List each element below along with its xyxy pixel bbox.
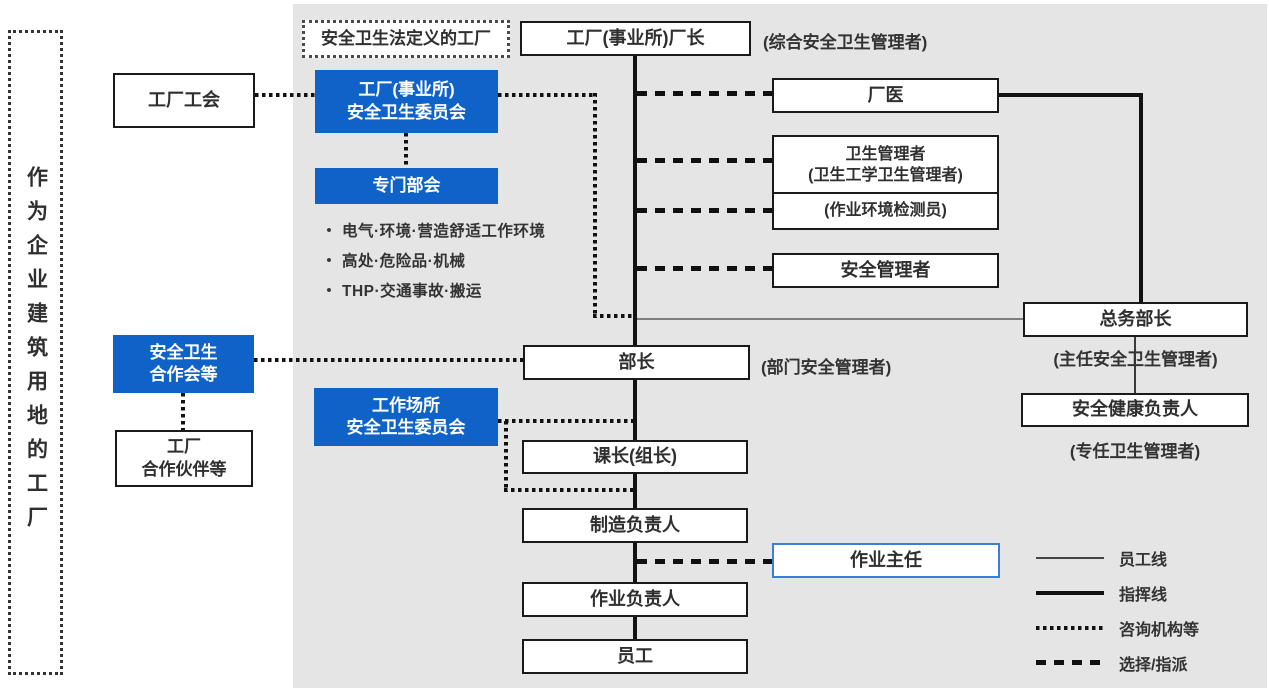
annotation-general-affairs-director: (主任安全卫生管理者) xyxy=(1053,350,1218,369)
topic-label: THP·交通事故·搬运 xyxy=(342,283,482,300)
connector-thin-to-general-affairs xyxy=(637,318,1023,320)
legend: 员工线 指挥线 咨询机构等 选择/指派 xyxy=(1036,544,1199,684)
bullet-icon: • xyxy=(326,221,332,239)
node-dept-head: 部长 xyxy=(523,345,750,380)
connector-dotted-committee-elbow xyxy=(593,314,637,318)
legend-label: 咨询机构等 xyxy=(1119,621,1200,639)
dotted-line-icon xyxy=(1036,625,1104,630)
thin-line-icon xyxy=(1036,556,1104,559)
node-safety-manager: 安全管理者 xyxy=(772,253,999,288)
annotation-dept-head: (部门安全管理者) xyxy=(761,358,892,377)
node-coop-council: 安全卫生 合作会等 xyxy=(113,335,254,393)
connector-dotted-committee-right xyxy=(498,93,597,97)
node-general-affairs-director: 总务部长 xyxy=(1023,302,1248,337)
node-union: 工厂工会 xyxy=(113,73,255,128)
node-staff: 员工 xyxy=(522,639,748,674)
connector-dotted-committee-subcommittee xyxy=(404,133,408,168)
topic-item: • THP·交通事故·搬运 xyxy=(316,275,622,305)
bullet-icon: • xyxy=(326,251,332,269)
node-health-safety-officer: 安全健康负责人 xyxy=(1021,393,1249,427)
node-operation-chief: 作业主任 xyxy=(772,543,1000,578)
connector-dotted-coop-dept xyxy=(254,358,523,362)
site-zone-box: 作为企业建筑用地的工厂 xyxy=(8,30,63,675)
connector-dashed-hygiene xyxy=(637,158,772,163)
dashed-line-icon xyxy=(1036,660,1104,665)
node-factory-committee: 工厂(事业所) 安全卫生委员会 xyxy=(315,70,498,133)
node-section-chief: 课长(组长) xyxy=(522,440,748,474)
topic-label: 高处·危险品·机械 xyxy=(342,253,466,270)
connector-dotted-union-committee xyxy=(255,93,315,97)
site-zone-label: 作为企业建筑用地的工厂 xyxy=(24,165,48,540)
node-doctor: 厂医 xyxy=(772,78,999,113)
legend-item-staff-line: 员工线 xyxy=(1036,544,1199,571)
legend-item-appointment: 选择/指派 xyxy=(1036,649,1199,676)
bullet-icon: • xyxy=(326,281,332,299)
connector-dashed-doctor xyxy=(637,91,772,96)
node-env-inspector: (作业环境检测员) xyxy=(772,192,999,230)
node-manufacturing-lead: 制造负责人 xyxy=(522,508,748,543)
connector-dotted-committee-down xyxy=(593,93,597,318)
topic-item: • 高处·危险品·机械 xyxy=(316,245,622,275)
subcommittee-topics: • 电气·环境·营造舒适工作环境 • 高处·危险品·机械 • THP·交通事故·… xyxy=(316,215,622,305)
annotation-plant-manager: (综合安全卫生管理者) xyxy=(763,33,928,52)
node-operation-lead: 作业负责人 xyxy=(522,582,748,617)
node-factory-partners: 工厂 合作伙伴等 xyxy=(115,430,253,487)
connector-dashed-operation-chief xyxy=(637,559,772,564)
thick-line-icon xyxy=(1036,590,1104,595)
connector-dashed-safety-manager xyxy=(637,266,772,271)
topic-item: • 电气·环境·营造舒适工作环境 xyxy=(316,215,622,245)
annotation-health-safety-officer: (专任卫生管理者) xyxy=(1069,442,1201,461)
connector-dashed-env-inspector xyxy=(637,208,772,213)
connector-thin-director-officer xyxy=(1134,337,1136,393)
legend-item-command-line: 指挥线 xyxy=(1036,579,1199,606)
connector-dotted-coop-partners xyxy=(181,393,185,430)
legend-label: 员工线 xyxy=(1119,551,1168,569)
connector-dotted-workplace-upper xyxy=(498,419,637,423)
connector-command-doctor-v xyxy=(1139,93,1143,302)
node-special-subcommittee: 专门部会 xyxy=(315,168,498,204)
connector-command-doctor-h xyxy=(999,93,1143,97)
legend-item-consultation: 咨询机构等 xyxy=(1036,614,1199,641)
node-workplace-committee: 工作场所 安全卫生委员会 xyxy=(314,388,498,446)
legend-label: 选择/指派 xyxy=(1119,656,1188,674)
topic-label: 电气·环境·营造舒适工作环境 xyxy=(342,223,546,240)
node-plant-manager: 工厂(事业所)厂长 xyxy=(520,21,751,56)
node-hygiene-manager: 卫生管理者 (卫生工学卫生管理者) xyxy=(772,135,999,195)
legend-label: 指挥线 xyxy=(1119,586,1168,604)
connector-dotted-workplace-lower xyxy=(504,488,637,492)
connector-dotted-workplace-down xyxy=(504,421,508,492)
node-law-factory: 安全卫生法定义的工厂 xyxy=(302,20,510,58)
